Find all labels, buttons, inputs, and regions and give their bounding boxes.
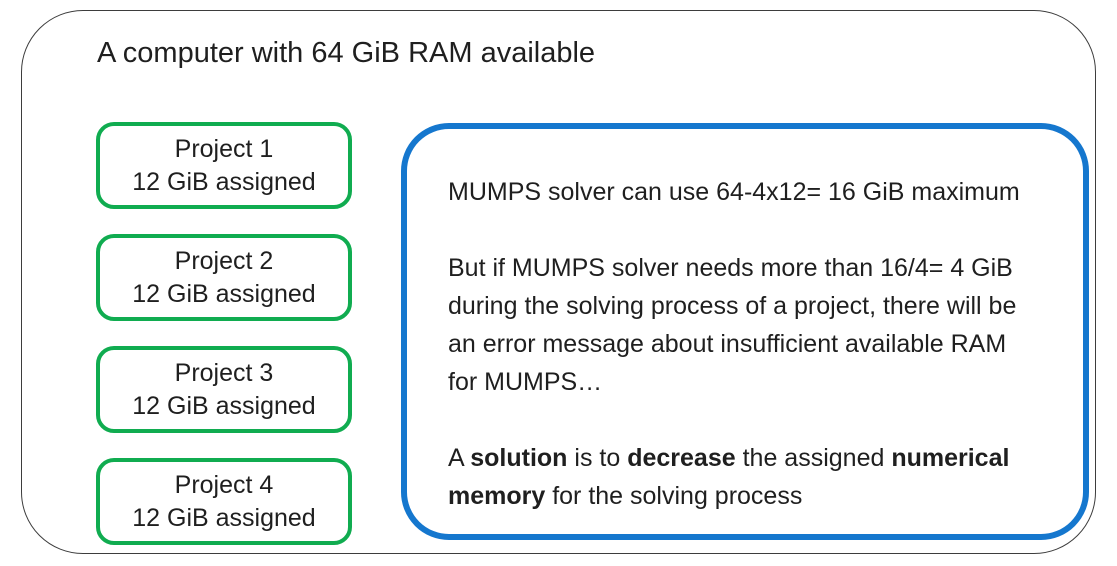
note-paragraph-max-memory: MUMPS solver can use 64-4x12= 16 GiB max… bbox=[448, 178, 1020, 206]
project-name: Project 3 bbox=[174, 358, 274, 387]
project-name: Project 2 bbox=[174, 246, 274, 275]
project-memory: 12 GiB assigned bbox=[132, 279, 316, 308]
project-name: Project 1 bbox=[174, 134, 274, 163]
note-solution-segment-bold: numerical memory bbox=[448, 444, 1010, 510]
note-solution-segment-bold: decrease bbox=[627, 444, 736, 472]
project-memory: 12 GiB assigned bbox=[132, 391, 316, 420]
computer-container-box: A computer with 64 GiB RAM available Pro… bbox=[21, 10, 1096, 554]
note-solution-segment: A bbox=[448, 444, 471, 472]
projects-column: Project 1 12 GiB assigned Project 2 12 G… bbox=[96, 122, 352, 545]
project-memory: 12 GiB assigned bbox=[132, 503, 316, 532]
mumps-note-box: MUMPS solver can use 64-4x12= 16 GiB max… bbox=[401, 123, 1089, 540]
note-paragraph-error-warning: But if MUMPS solver needs more than 16/4… bbox=[448, 254, 1017, 396]
note-solution-segment-bold: solution bbox=[470, 444, 568, 472]
project-name: Project 4 bbox=[174, 470, 274, 499]
note-solution-segment: for the solving process bbox=[545, 482, 803, 510]
project-box-4: Project 4 12 GiB assigned bbox=[96, 458, 352, 545]
project-box-3: Project 3 12 GiB assigned bbox=[96, 346, 352, 433]
note-paragraph-solution: A solution is to decrease the assigned n… bbox=[448, 439, 1041, 515]
note-solution-segment: is to bbox=[567, 444, 628, 472]
project-memory: 12 GiB assigned bbox=[132, 167, 316, 196]
note-solution-segment: the assigned bbox=[735, 444, 892, 472]
project-box-2: Project 2 12 GiB assigned bbox=[96, 234, 352, 321]
diagram-title: A computer with 64 GiB RAM available bbox=[97, 37, 596, 69]
project-box-1: Project 1 12 GiB assigned bbox=[96, 122, 352, 209]
